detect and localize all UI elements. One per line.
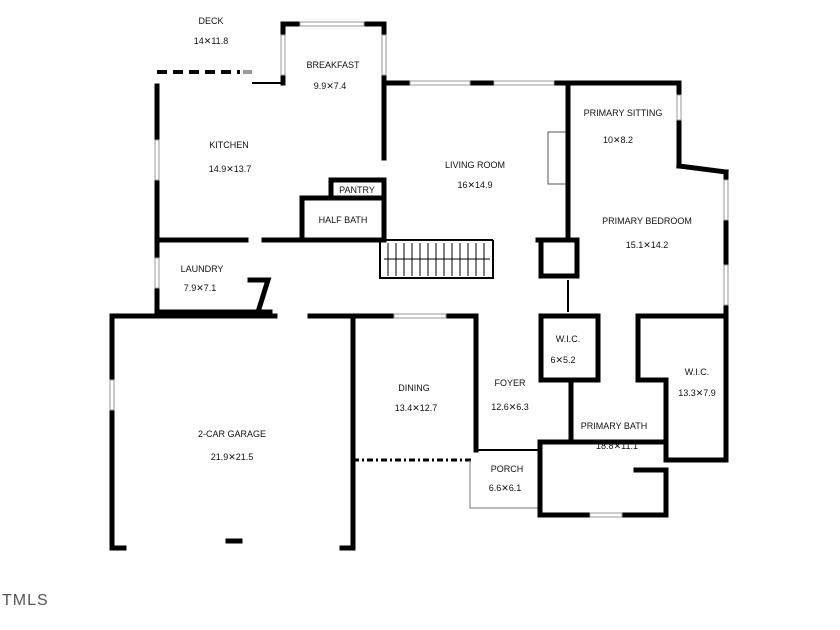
breakfast-walls — [280, 21, 387, 86]
living-room-name: LIVING ROOM — [445, 160, 505, 170]
kitchen-name: KITCHEN — [209, 140, 249, 150]
primary-sitting-dims: 10✕8.2 — [603, 135, 633, 145]
room-primary-bedroom: PRIMARY BEDROOM 15.1✕14.2 — [602, 216, 692, 250]
room-half-bath: HALF BATH — [319, 215, 368, 225]
laundry-walls — [154, 257, 273, 316]
living-room-walls — [381, 80, 580, 243]
wic-large-name: W.I.C. — [685, 367, 710, 377]
stairs — [379, 239, 494, 279]
dining-name: DINING — [398, 383, 430, 393]
room-breakfast: BREAKFAST 9.9✕7.4 — [306, 60, 360, 91]
room-deck: DECK 14✕11.8 — [194, 16, 228, 46]
deck-dims: 14✕11.8 — [194, 36, 228, 46]
deck-name: DECK — [198, 16, 223, 26]
room-foyer: FOYER 12.6✕6.3 — [491, 378, 529, 412]
primary-bath-name: PRIMARY BATH — [581, 421, 648, 431]
room-living-room: LIVING ROOM 16✕14.9 — [445, 160, 505, 190]
room-kitchen: KITCHEN 14.9✕13.7 — [209, 140, 252, 174]
wic-small-name: W.I.C. — [556, 334, 581, 344]
dining-walls — [350, 313, 479, 462]
room-pantry: PANTRY — [339, 185, 375, 195]
garage-name: 2-CAR GARAGE — [198, 429, 266, 439]
pantry-halfbath-walls — [299, 177, 387, 243]
primary-bath-dims: 18.8✕11.1 — [596, 441, 638, 451]
room-primary-bath: PRIMARY BATH 18.8✕11.1 — [581, 421, 648, 451]
porch-name: PORCH — [491, 464, 524, 474]
room-porch: PORCH 6.6✕6.1 — [489, 464, 524, 493]
room-laundry: LAUNDRY 7.9✕7.1 — [181, 264, 224, 293]
foyer-dims: 12.6✕6.3 — [491, 402, 529, 412]
room-dining: DINING 13.4✕12.7 — [395, 383, 438, 413]
breakfast-name: BREAKFAST — [306, 60, 360, 70]
breakfast-dims: 9.9✕7.4 — [314, 81, 347, 91]
laundry-name: LAUNDRY — [181, 264, 224, 274]
half-bath-name: HALF BATH — [319, 215, 368, 225]
foyer-name: FOYER — [494, 378, 526, 388]
wic-bath-walls — [537, 280, 729, 518]
primary-sitting-name: PRIMARY SITTING — [584, 108, 663, 118]
laundry-dims: 7.9✕7.1 — [184, 283, 217, 293]
garage-walls — [109, 313, 356, 551]
porch-dims: 6.6✕6.1 — [489, 483, 522, 493]
primary-suite-walls — [538, 80, 729, 319]
living-room-dims: 16✕14.9 — [457, 180, 492, 190]
wic-small-dims: 6✕5.2 — [550, 355, 575, 365]
garage-dims: 21.9✕21.5 — [211, 452, 254, 462]
room-garage: 2-CAR GARAGE 21.9✕21.5 — [198, 429, 266, 462]
foyer-porch-walls — [469, 449, 540, 509]
watermark-logo: TMLS — [2, 592, 49, 609]
room-wic-large: W.I.C. 13.3✕7.9 — [678, 367, 716, 398]
kitchen-dims: 14.9✕13.7 — [209, 164, 252, 174]
dining-dims: 13.4✕12.7 — [395, 403, 438, 413]
room-primary-sitting: PRIMARY SITTING 10✕8.2 — [584, 108, 663, 145]
wic-large-dims: 13.3✕7.9 — [678, 388, 716, 398]
room-wic-small: W.I.C. 6✕5.2 — [550, 334, 580, 365]
primary-bedroom-dims: 15.1✕14.2 — [626, 240, 669, 250]
primary-bedroom-name: PRIMARY BEDROOM — [602, 216, 692, 226]
pantry-name: PANTRY — [339, 185, 375, 195]
